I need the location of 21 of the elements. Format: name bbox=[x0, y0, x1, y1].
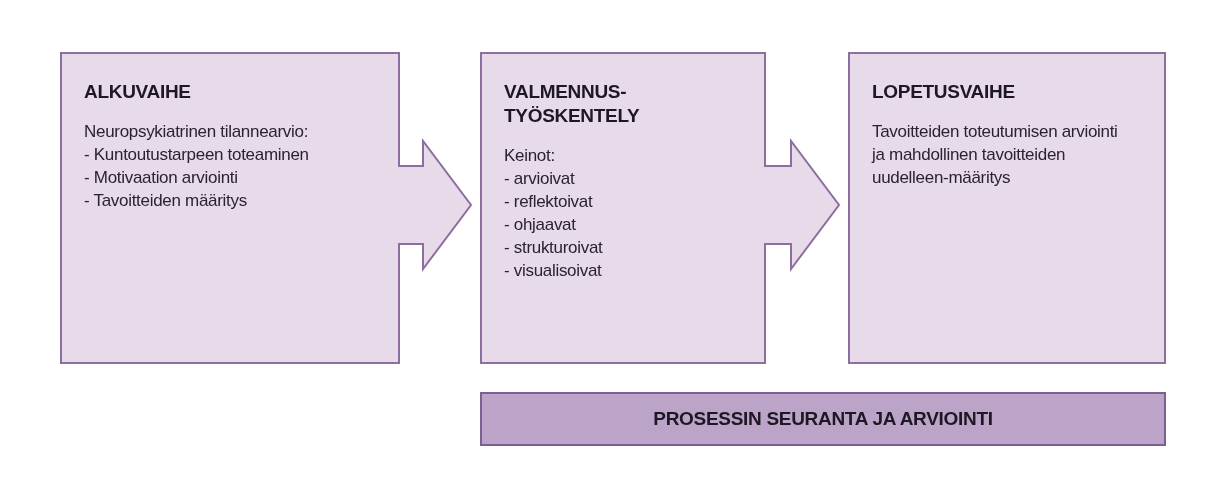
process-band bbox=[480, 392, 1166, 446]
body-text: - Kuntoutustarpeen toteaminen bbox=[84, 144, 310, 166]
body-text: - visualisoivat bbox=[504, 260, 603, 282]
body-text: Neuropsykiatrinen tilannearvio: bbox=[84, 121, 310, 143]
body-text: - strukturoivat bbox=[504, 237, 604, 259]
phase-box bbox=[480, 52, 766, 364]
body-text: - Motivaation arviointi bbox=[84, 167, 239, 189]
phase-heading: ALKUVAIHE bbox=[84, 80, 192, 104]
body-text: - Tavoitteiden määritys bbox=[84, 190, 248, 212]
body-text: - ohjaavat bbox=[504, 214, 577, 236]
phase-box bbox=[848, 52, 1166, 364]
block-arrow bbox=[397, 138, 473, 272]
phase-heading: VALMENNUS-TYÖSKENTELY bbox=[504, 80, 641, 128]
body-text: Keinot: bbox=[504, 145, 556, 167]
band-label: PROSESSIN SEURANTA JA ARVIOINTI bbox=[653, 407, 993, 431]
body-text: Tavoitteiden toteutumisen arviointi ja mahdollinen tavoitteiden uudelleen-määritys bbox=[872, 121, 1119, 189]
body-text: - arvioivat bbox=[504, 168, 576, 190]
phase-heading: LOPETUSVAIHE bbox=[872, 80, 1016, 104]
body-text: - reflektoivat bbox=[504, 191, 594, 213]
phase-box bbox=[60, 52, 400, 364]
block-arrow bbox=[763, 138, 841, 272]
